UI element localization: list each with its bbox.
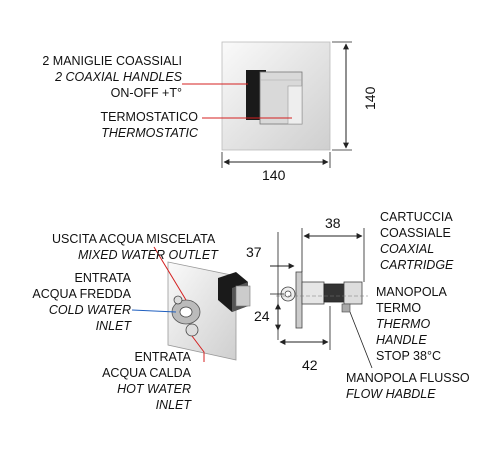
label-cold-it-1: ENTRATA xyxy=(74,271,131,285)
label-knob-stop: STOP 38°C xyxy=(376,349,441,363)
flow-handle-nub xyxy=(341,303,351,313)
leader-outlet xyxy=(153,246,187,301)
label-onoff: ON-OFF +T° xyxy=(110,86,182,100)
hot-inlet-fitting xyxy=(185,323,199,337)
side-plate xyxy=(295,271,303,329)
dim-37-value: 37 xyxy=(246,244,262,260)
label-knob-it-2: TERMO xyxy=(376,301,422,315)
label-cartridge-it-1: CARTUCCIA xyxy=(380,210,453,224)
label-flow-en: FLOW HABDLE xyxy=(346,387,436,401)
dim-24-value: 24 xyxy=(254,308,270,324)
label-hot-it-2: ACQUA CALDA xyxy=(102,366,191,380)
dim-42-value: 42 xyxy=(302,357,318,373)
label-cold-it-2: ACQUA FREDDA xyxy=(32,287,131,301)
label-outlet-en: MIXED WATER OUTLET xyxy=(78,248,218,262)
label-cartridge-en-1: COAXIAL xyxy=(380,242,435,256)
label-coaxial-en: 2 COAXIAL HANDLES xyxy=(55,70,182,84)
label-hot-en-1: HOT WATER xyxy=(117,382,191,396)
thermo-knob-side xyxy=(343,281,363,305)
label-cartridge-it-2: COASSIALE xyxy=(380,226,451,240)
dim-width-value: 140 xyxy=(262,167,286,183)
leader-cold xyxy=(131,309,177,313)
label-knob-en-2: HANDLE xyxy=(376,333,427,347)
label-coaxial-it: 2 MANIGLIE COASSIALI xyxy=(42,54,182,68)
perspective-view xyxy=(131,246,251,362)
label-thermostatic-en: THERMOSTATIC xyxy=(101,126,198,140)
label-cold-en-2: INLET xyxy=(95,319,131,333)
label-hot-en-2: INLET xyxy=(155,398,191,412)
leader-hot xyxy=(191,335,205,362)
label-cartridge-en-2: CARTRIDGE xyxy=(380,258,454,272)
label-knob-en-1: THERMO xyxy=(376,317,431,331)
dim-38-value: 38 xyxy=(325,215,341,231)
label-thermostatic-it: TERMOSTATICO xyxy=(100,110,198,124)
front-view xyxy=(182,41,352,168)
label-cold-en-1: COLD WATER xyxy=(48,303,131,317)
leader-flow xyxy=(349,311,373,369)
label-hot-it-1: ENTRATA xyxy=(134,350,191,364)
label-flow-it: MANOPOLA FLUSSO xyxy=(346,371,470,385)
label-outlet-it: USCITA ACQUA MISCELATA xyxy=(52,232,216,246)
dim-height-value: 140 xyxy=(362,86,378,110)
label-knob-it-1: MANOPOLA xyxy=(376,285,447,299)
side-view xyxy=(270,228,373,369)
